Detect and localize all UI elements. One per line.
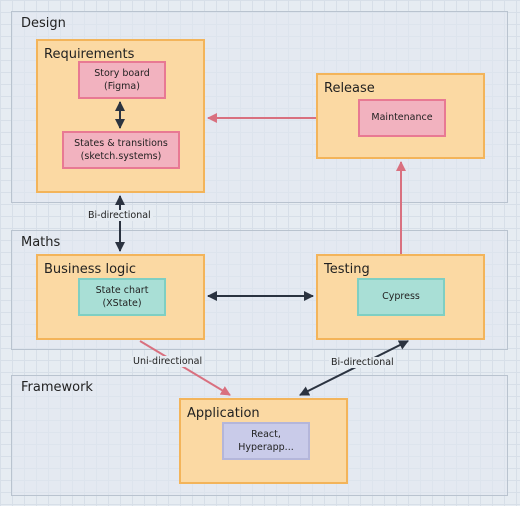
edge-logic-application [139, 340, 231, 396]
box-requirements-title: Requirements [44, 47, 135, 62]
box-business-logic-title: Business logic [44, 262, 137, 277]
box-release-title: Release [324, 81, 375, 96]
node-story-board[interactable]: Story board (Figma) [78, 61, 166, 99]
node-react-hyperapp-label: React, Hyperapp... [238, 428, 294, 453]
node-story-board-line1: Story board [94, 67, 150, 79]
group-maths-label: Maths [21, 235, 61, 250]
node-states-transitions-line2: (sketch.systems) [80, 151, 162, 162]
node-state-chart-line1: State chart [95, 284, 149, 296]
box-application-title: Application [187, 406, 260, 421]
node-story-board-line2: (Figma) [104, 81, 140, 92]
node-state-chart-line2: (XState) [102, 298, 142, 309]
node-state-chart[interactable]: State chart (XState) [78, 278, 166, 316]
node-react-hyperapp[interactable]: React, Hyperapp... [222, 422, 310, 460]
node-cypress[interactable]: Cypress [357, 278, 445, 316]
edge-testing-application [299, 340, 409, 396]
node-states-transitions[interactable]: States & transitions (sketch.systems) [62, 131, 180, 169]
node-states-transitions-line1: States & transitions [74, 137, 168, 149]
node-cypress-label: Cypress [382, 291, 420, 303]
box-testing-title: Testing [324, 262, 370, 277]
edge-label-logic-app: Uni-directional [131, 356, 205, 367]
group-framework-label: Framework [21, 380, 93, 395]
edge-label-testing-app: Bi-directional [329, 357, 396, 368]
edge-label-design-maths: Bi-directional [86, 210, 153, 221]
group-design-label: Design [21, 16, 66, 31]
node-maintenance-label: Maintenance [371, 112, 433, 124]
node-maintenance[interactable]: Maintenance [358, 99, 446, 137]
